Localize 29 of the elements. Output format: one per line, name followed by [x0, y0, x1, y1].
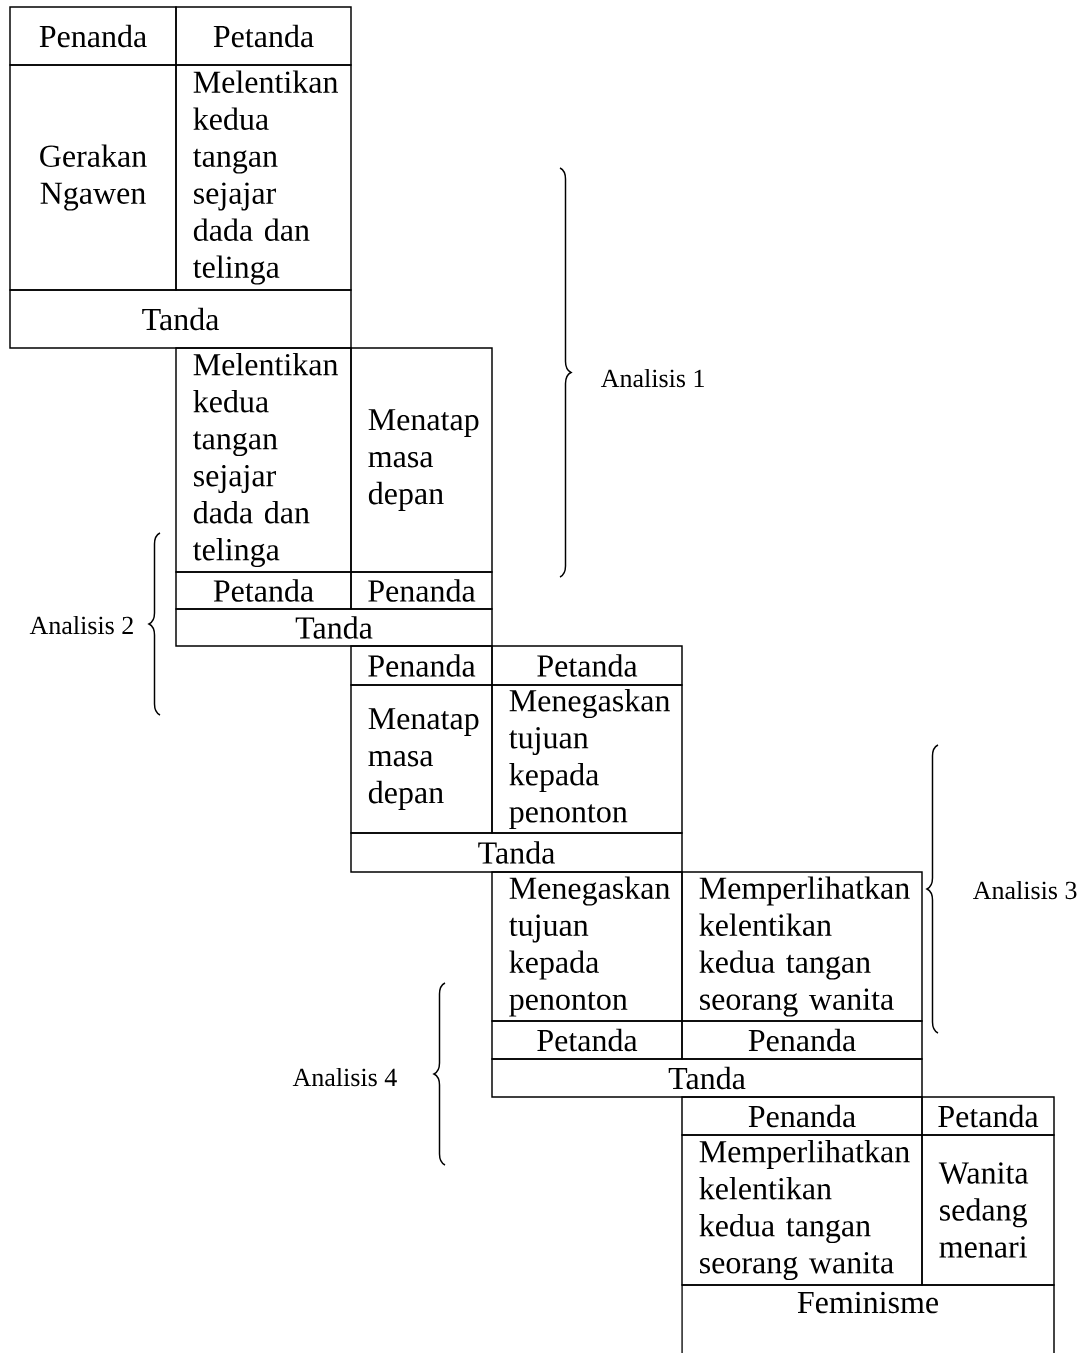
brace-label: Analisis 4	[292, 1067, 397, 1087]
table-cell: Menatap masa depan	[350, 684, 493, 834]
table-cell: Menegaskan tujuan kepada penonton	[491, 871, 683, 1022]
table-cell: Petanda	[491, 1020, 683, 1060]
table-cell: Tanda	[175, 608, 493, 647]
table-cell: Memperlihatkan kelentikan kedua tangan seorang wanita	[681, 871, 923, 1022]
table-cell: Penanda	[9, 6, 177, 66]
table-cell: Tanda	[491, 1058, 923, 1098]
table-cell: Penanda	[350, 645, 493, 686]
table-cell: Gerakan Ngawen	[9, 64, 177, 291]
table-cell: Melentikan kedua tangan sejajar dada dan telinga	[175, 64, 352, 291]
table-cell: Wanita sedang menari	[921, 1134, 1055, 1286]
table-cell: Tanda	[9, 289, 352, 349]
table-cell: Melentikan kedua tangan sejajar dada dan telinga	[175, 347, 352, 573]
brace-label: Analisis 3	[973, 880, 1077, 900]
table-cell: Menegaskan tujuan kepada penonton	[491, 684, 683, 834]
brace-label: Analisis 1	[601, 368, 704, 388]
table-cell: Penanda	[681, 1020, 923, 1060]
table-cell: Penanda	[681, 1096, 923, 1136]
table-cell: Petanda	[175, 571, 352, 610]
brace-label: Analisis 2	[29, 615, 133, 635]
table-cell: Petanda	[491, 645, 683, 686]
table-cell: Petanda	[921, 1096, 1055, 1136]
table-cell: Tanda	[350, 832, 683, 873]
table-cell: Memperlihatkan kelentikan kedua tangan seorang wanita	[681, 1134, 923, 1286]
table-cell: Menatap masa depan	[350, 347, 493, 573]
table-cell: Feminisme	[681, 1284, 1055, 1353]
table-cell: Penanda	[350, 571, 493, 610]
table-cell: Petanda	[175, 6, 352, 66]
